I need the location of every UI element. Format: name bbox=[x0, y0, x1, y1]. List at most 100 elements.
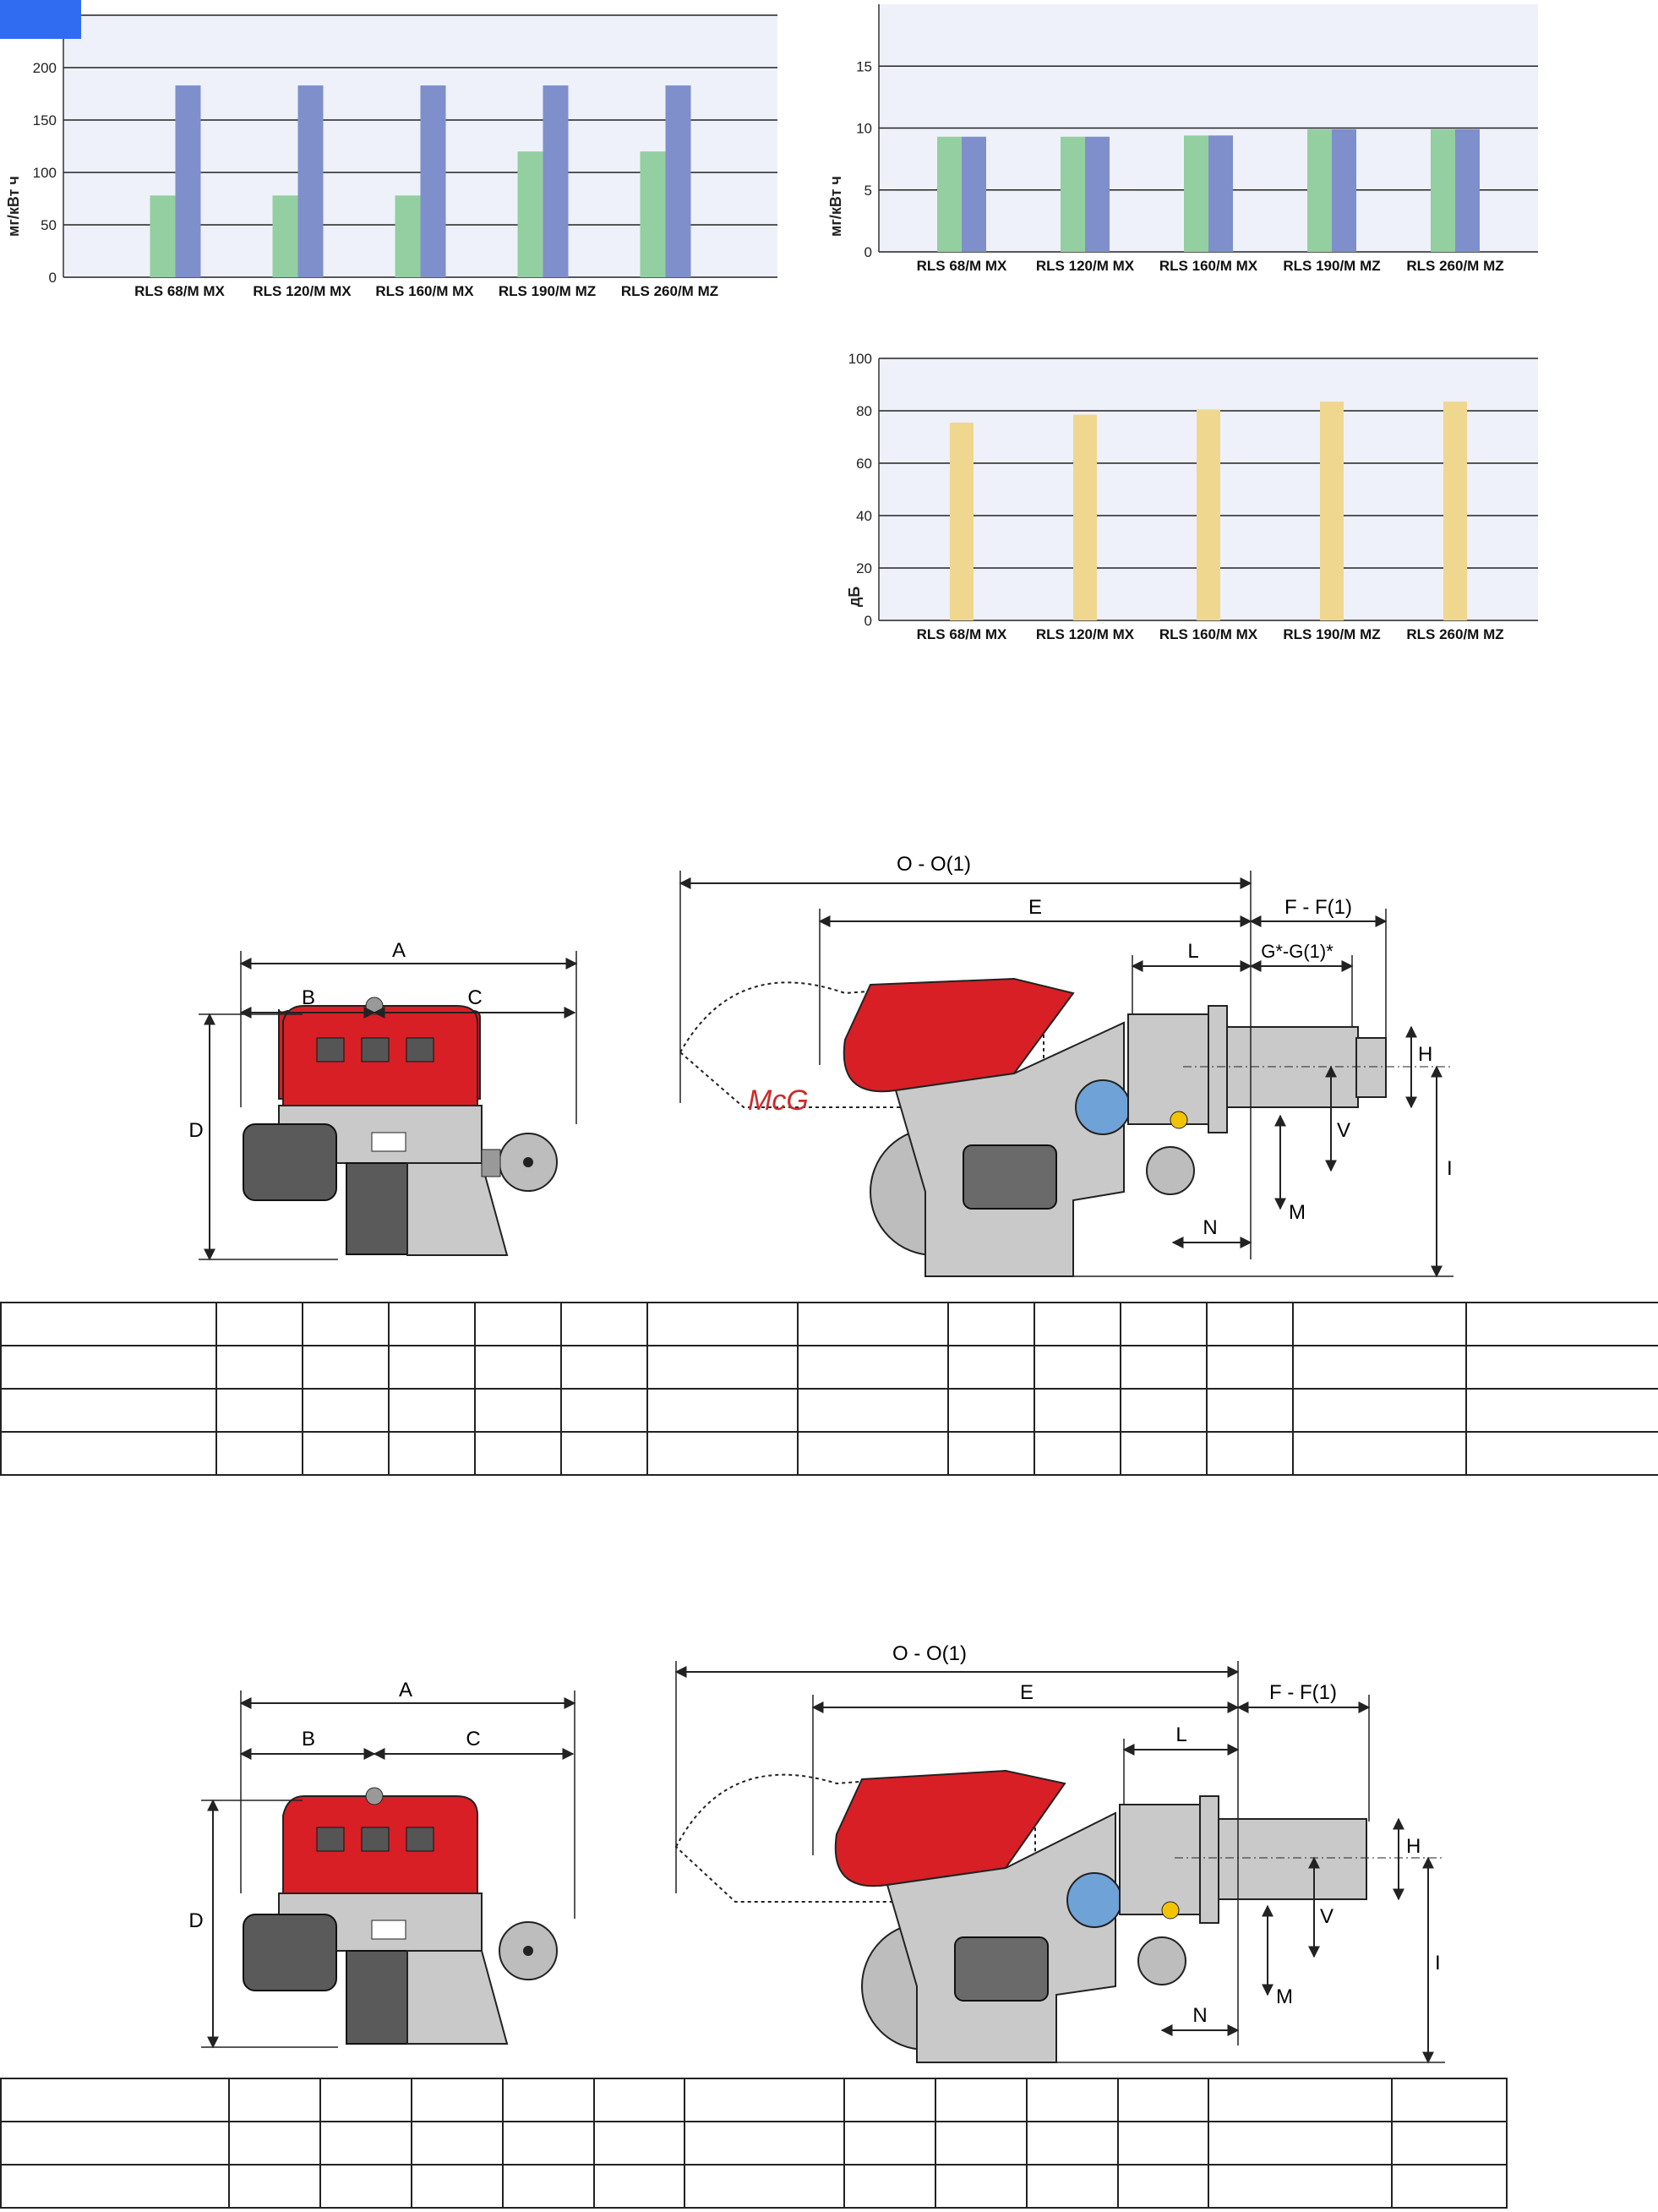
noise-category-label: RLS 68/M MX bbox=[917, 626, 1007, 642]
nox-category-label: RLS 260/M MZ bbox=[621, 283, 718, 299]
nox-ytick-label: 50 bbox=[41, 217, 57, 233]
table-cell bbox=[0, 1431, 217, 1476]
table-cell bbox=[0, 2121, 230, 2166]
co-ytick-label: 0 bbox=[864, 244, 872, 260]
dim2-label-H: H bbox=[1406, 1835, 1421, 1858]
table-cell bbox=[646, 1302, 799, 1346]
table-cell bbox=[1208, 2078, 1393, 2122]
table-cell bbox=[227, 2078, 321, 2122]
nox-bar bbox=[297, 85, 324, 277]
table-cell bbox=[474, 1302, 562, 1346]
table-cell bbox=[1120, 1302, 1208, 1346]
table-cell bbox=[1206, 1345, 1294, 1390]
table-cell bbox=[388, 1302, 476, 1346]
co-bar bbox=[962, 136, 986, 252]
table-cell bbox=[1391, 2164, 1508, 2209]
table-cell bbox=[592, 2121, 686, 2166]
table-cell bbox=[1465, 1388, 1658, 1433]
nox-bar bbox=[420, 85, 446, 277]
table-cell bbox=[215, 1345, 303, 1390]
burner-side-view-2 bbox=[674, 1769, 1367, 2063]
dim-label-L: L bbox=[1187, 940, 1198, 963]
table-cell bbox=[410, 2121, 504, 2166]
dim-label-V: V bbox=[1337, 1119, 1350, 1142]
table-cell bbox=[592, 2164, 686, 2209]
table-cell bbox=[797, 1431, 949, 1476]
table-cell bbox=[1292, 1345, 1467, 1390]
table-row bbox=[0, 2078, 1508, 2122]
table-cell bbox=[474, 1388, 562, 1433]
table-cell bbox=[797, 1345, 949, 1390]
dim-label-H: H bbox=[1418, 1043, 1432, 1066]
burner-drawing-2: A B C D O - O(1) E F - F(1) L H V I N M bbox=[188, 1642, 1445, 2064]
co-bar bbox=[1307, 128, 1332, 252]
table-cell bbox=[474, 1345, 562, 1390]
table-cell bbox=[560, 1345, 648, 1390]
burner-front-view bbox=[243, 997, 558, 1256]
table-cell bbox=[319, 2078, 412, 2122]
chart-noise-ylabel: дБ bbox=[846, 587, 863, 607]
table-cell bbox=[1391, 2078, 1508, 2122]
table-cell bbox=[560, 1431, 648, 1476]
table-cell bbox=[1206, 1302, 1294, 1346]
table-cell bbox=[684, 2078, 845, 2122]
dim2-label-F: F - F(1) bbox=[1269, 1681, 1337, 1704]
nox-ytick-label: 150 bbox=[33, 112, 57, 128]
dim-label-B: B bbox=[302, 986, 315, 1009]
noise-bar bbox=[1073, 414, 1097, 620]
co-ytick-label: 5 bbox=[864, 183, 872, 199]
table-cell bbox=[592, 2078, 686, 2122]
table-row bbox=[0, 2164, 1508, 2209]
table-cell bbox=[560, 1388, 648, 1433]
burner-drawing-1: A B C D McG O - O(1) E F - F(1) G*-G(1)*… bbox=[188, 853, 1453, 1278]
co-bar bbox=[1455, 128, 1480, 252]
co-bar bbox=[1332, 128, 1356, 252]
dim-label-O: O - O(1) bbox=[897, 853, 971, 876]
table-cell bbox=[0, 1302, 217, 1346]
nox-ytick-label: 200 bbox=[33, 60, 57, 76]
table-cell bbox=[302, 1302, 390, 1346]
table-cell bbox=[388, 1431, 476, 1476]
dim2-label-A: A bbox=[399, 1679, 412, 1701]
table-cell bbox=[1120, 1431, 1208, 1476]
nox-bar bbox=[665, 85, 691, 277]
co-bar bbox=[1184, 135, 1208, 252]
table-cell bbox=[1292, 1388, 1467, 1433]
table-cell bbox=[1120, 1345, 1208, 1390]
table-cell bbox=[646, 1345, 799, 1390]
nox-ytick-label: 100 bbox=[33, 165, 57, 181]
table-cell bbox=[0, 1345, 217, 1390]
co-ytick-label: 10 bbox=[856, 121, 872, 137]
table-cell bbox=[947, 1302, 1035, 1346]
dim-label-A: A bbox=[392, 939, 406, 962]
dim-label-N: N bbox=[1203, 1216, 1217, 1239]
table-cell bbox=[1292, 1302, 1467, 1346]
table-cell bbox=[388, 1388, 476, 1433]
chart-nox-ylabel: мг/кВт ч bbox=[5, 176, 22, 237]
table-cell bbox=[319, 2164, 412, 2209]
table-cell bbox=[1465, 1345, 1658, 1390]
table-cell bbox=[1116, 2078, 1210, 2122]
co-category-label: RLS 120/M MX bbox=[1036, 258, 1135, 274]
co-bar bbox=[937, 136, 962, 252]
dim-label-E: E bbox=[1028, 896, 1042, 919]
burner-side-view bbox=[679, 977, 1387, 1277]
co-bar bbox=[1431, 128, 1455, 252]
co-category-label: RLS 160/M MX bbox=[1159, 258, 1258, 274]
co-bar bbox=[1208, 135, 1233, 252]
table-cell bbox=[684, 2164, 845, 2209]
dim2-label-B: B bbox=[302, 1728, 315, 1750]
dimensions-table-1 bbox=[0, 1302, 1658, 1476]
table-row bbox=[0, 1345, 1658, 1390]
table-cell bbox=[410, 2078, 504, 2122]
noise-bar bbox=[1197, 409, 1220, 620]
noise-bar bbox=[950, 422, 974, 620]
table-cell bbox=[1034, 1431, 1121, 1476]
dim-label-C: C bbox=[467, 986, 482, 1009]
dim2-label-I: I bbox=[1435, 1952, 1441, 1974]
dim-label-G: G*-G(1)* bbox=[1261, 941, 1333, 962]
table-cell bbox=[1034, 1388, 1121, 1433]
watermark: McG bbox=[748, 1084, 809, 1117]
table-cell bbox=[1116, 2164, 1210, 2209]
